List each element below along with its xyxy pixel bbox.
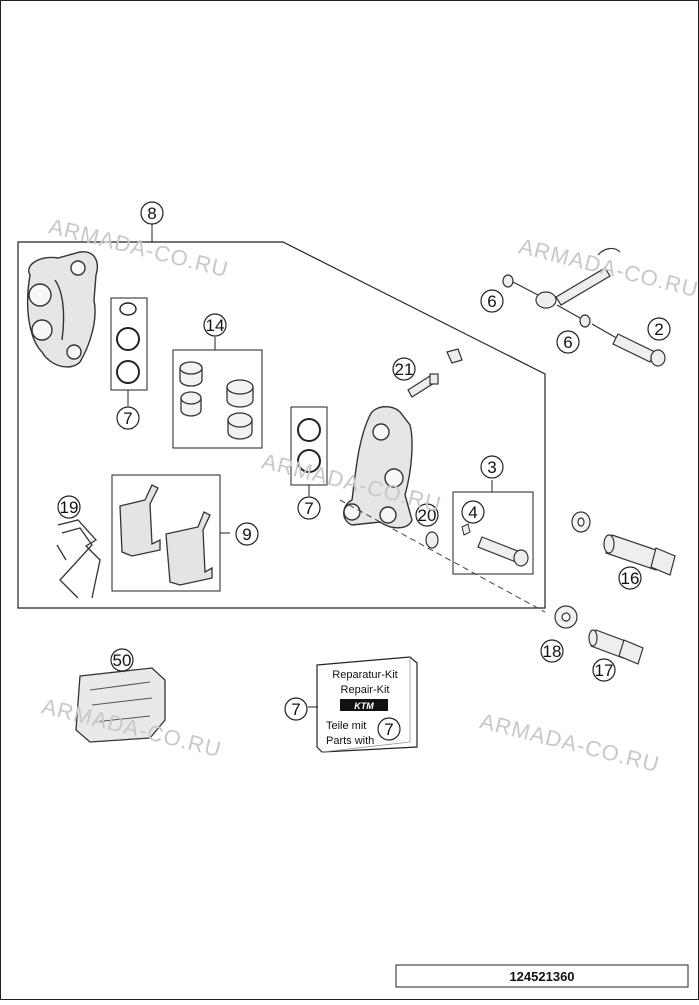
ktm-logo-text: KTM: [354, 701, 374, 711]
callout-2: 2: [647, 317, 671, 341]
callout-label: 4: [468, 503, 477, 522]
callout-label: 18: [543, 642, 562, 661]
callout-circle: [556, 330, 580, 354]
callout-circle: [140, 201, 164, 225]
callout-label: 17: [595, 661, 614, 680]
callout-4: 4: [461, 500, 485, 524]
callout-label: 7: [291, 700, 300, 719]
callout-circle: [415, 503, 439, 527]
kit-card-line2: Repair-Kit: [341, 684, 390, 696]
callout-50: 50: [110, 648, 134, 672]
pistons-group: [172, 337, 263, 449]
callout-7: 7: [297, 496, 321, 520]
callout-21: 21: [392, 357, 416, 381]
callout-8: 8: [140, 201, 164, 225]
callout-circle: [57, 495, 81, 519]
assembly-boundary: [17, 241, 546, 609]
caliper-half-right: [343, 406, 413, 529]
callout-label: 8: [147, 204, 156, 223]
callout-label: 9: [242, 525, 251, 544]
callout-circle: [647, 317, 671, 341]
callout-circle: [284, 697, 308, 721]
callout-7: 7: [377, 717, 401, 741]
callout-6: 6: [556, 330, 580, 354]
callout-label: 3: [487, 458, 496, 477]
callout-7: 7: [284, 697, 308, 721]
bolt-lower: [554, 605, 644, 665]
kit-card-line3: Teile mit: [326, 720, 366, 732]
callout-label: 6: [563, 333, 572, 352]
axis-line-lower: [339, 499, 546, 613]
callout-circle: [116, 406, 140, 430]
callout-7: 7: [116, 406, 140, 430]
drawing-number: 124521360: [509, 969, 574, 984]
callout-9: 9: [235, 522, 259, 546]
pin-kit: [452, 480, 534, 575]
callout-circle: [297, 496, 321, 520]
callout-label: 19: [60, 498, 79, 517]
callout-circle: [461, 500, 485, 524]
callout-16: 16: [618, 566, 642, 590]
brake-guard: [75, 660, 166, 743]
seal-kit-left: [110, 297, 148, 406]
callout-3: 3: [480, 455, 504, 479]
bolt-upper: [571, 511, 676, 576]
bleeder-cap: [446, 348, 463, 364]
bleeder-screw: [407, 373, 439, 398]
seal-kit-middle: [290, 406, 328, 496]
callout-label: 20: [418, 506, 437, 525]
callout-circle: [235, 522, 259, 546]
callout-label: 7: [384, 720, 393, 739]
callout-14: 14: [203, 313, 227, 337]
callout-label: 7: [123, 409, 132, 428]
callout-circle: [392, 357, 416, 381]
callout-circle: [110, 648, 134, 672]
callout-label: 6: [487, 292, 496, 311]
kit-card-line4: Parts with: [326, 735, 374, 747]
callout-label: 14: [206, 316, 225, 335]
caliper-half-left: [26, 251, 98, 368]
callout-label: 21: [395, 360, 414, 379]
callout-6: 6: [480, 289, 504, 313]
callout-circle: [480, 455, 504, 479]
brake-pads-group: [111, 474, 230, 592]
ktm-logo: [340, 699, 388, 711]
callout-label: 16: [621, 569, 640, 588]
callout-layer: 8 14 7 7 21 3 4 20 19 9 6 6 2 16 18 17 50 7 7: [57, 201, 671, 741]
callout-18: 18: [540, 639, 564, 663]
callout-circle: [203, 313, 227, 337]
callout-label: 7: [304, 499, 313, 518]
callout-circle: [592, 658, 616, 682]
callout-circle: [480, 289, 504, 313]
callout-17: 17: [592, 658, 616, 682]
callout-19: 19: [57, 495, 81, 519]
callout-circle: [540, 639, 564, 663]
callout-circle: [618, 566, 642, 590]
pin-assembly-top: [502, 247, 666, 367]
bushing: [425, 531, 439, 549]
callout-20: 20: [415, 503, 439, 527]
callout-label: 50: [113, 651, 132, 670]
callout-circle: [377, 717, 401, 741]
watermark-5: ARMADA-CO.RU: [477, 708, 662, 777]
kit-card-line1: Reparatur-Kit: [332, 669, 397, 681]
repair-kit-card: Reparatur-Kit Repair-Kit KTM Teile mit P…: [316, 656, 418, 753]
spring-clip: [56, 519, 101, 599]
callout-label: 2: [654, 320, 663, 339]
drawing-number-box: [395, 964, 689, 988]
